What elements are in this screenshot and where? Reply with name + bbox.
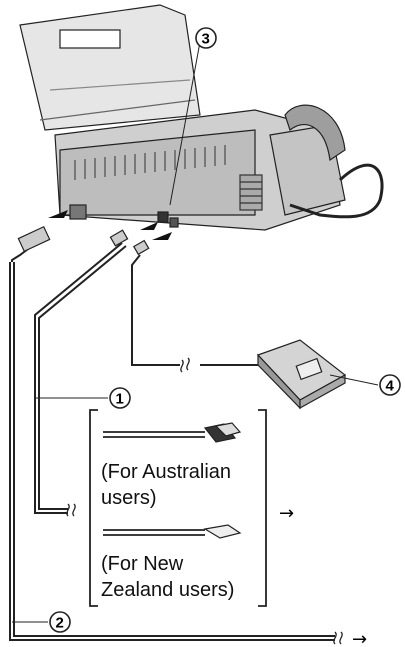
callout-1-label: 1 (116, 391, 124, 408)
bracket-left (89, 409, 98, 607)
callout-3-label: 3 (202, 31, 210, 48)
arrow-right-icon: → (279, 503, 294, 524)
callout-4-label: 4 (386, 378, 395, 395)
callout-3 (195, 27, 217, 49)
callout-4 (379, 374, 401, 396)
bracket-right (258, 409, 267, 607)
rj11-plug-icon (203, 524, 242, 539)
australia-note-line2: users) (101, 487, 157, 509)
australia-note-line1: (For Australian (101, 461, 232, 483)
answering-machine (256, 339, 347, 410)
callout-1 (109, 387, 131, 409)
nz-note-line1: (For New (101, 553, 184, 575)
arrow-right-icon: → (352, 629, 367, 647)
line-cord (34, 242, 123, 514)
nz-note-line2: Zealand users) (101, 579, 235, 601)
callout-2-label: 2 (56, 615, 64, 632)
callout-2 (49, 611, 71, 633)
fax-machine (19, 4, 384, 231)
answering-machine-cord (131, 254, 180, 366)
